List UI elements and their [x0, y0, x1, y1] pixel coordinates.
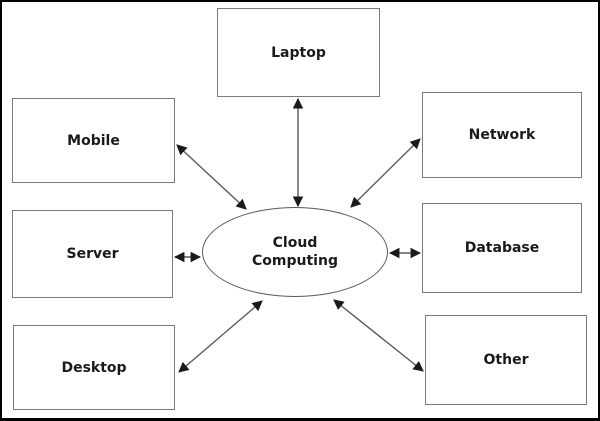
edge-other-cloud	[333, 299, 424, 372]
node-mobile-label: Mobile	[67, 132, 120, 149]
node-server: Server	[12, 210, 173, 298]
node-other: Other	[425, 315, 587, 405]
node-database-label: Database	[464, 240, 540, 256]
node-network-label: Network	[468, 127, 536, 143]
node-laptop: Laptop	[217, 8, 380, 97]
node-desktop-label: Desktop	[61, 359, 127, 376]
node-mobile: Mobile	[12, 98, 175, 183]
node-network: Network	[422, 92, 582, 178]
node-other-label: Other	[483, 352, 529, 368]
edge-desktop-cloud	[178, 300, 263, 373]
node-cloud-computing-label: Cloud Computing	[252, 234, 338, 269]
edge-mobile-cloud	[176, 144, 247, 210]
node-laptop-label: Laptop	[271, 44, 326, 61]
node-desktop: Desktop	[13, 325, 175, 410]
node-database: Database	[422, 203, 582, 293]
edge-network-cloud	[350, 138, 421, 208]
node-server-label: Server	[66, 246, 119, 262]
node-cloud-computing: Cloud Computing	[202, 207, 388, 297]
